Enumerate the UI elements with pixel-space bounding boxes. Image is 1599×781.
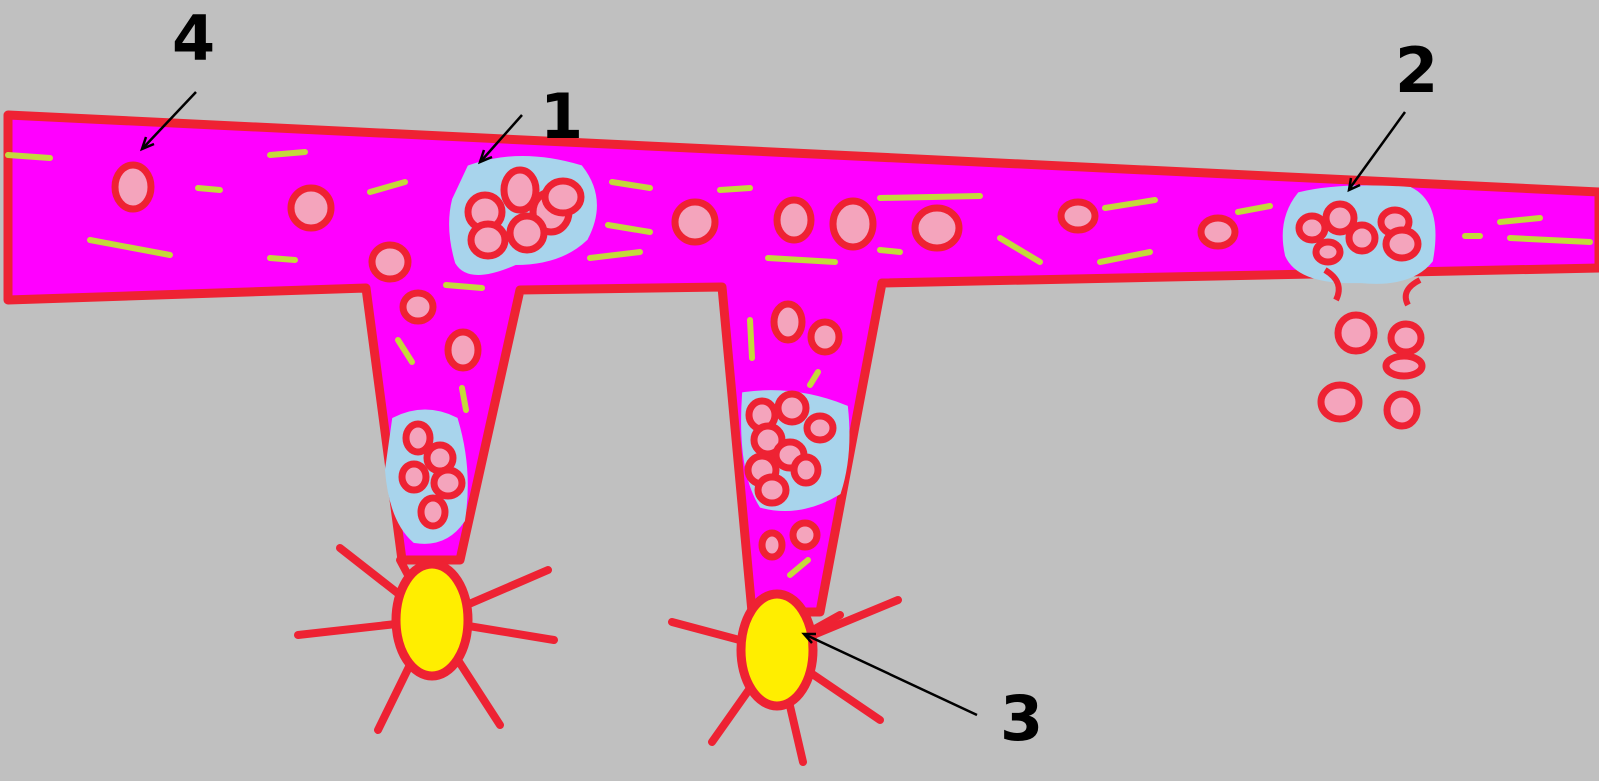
blood-cell: [115, 165, 151, 209]
blood-cell: [1349, 225, 1375, 251]
fibrin-strand: [270, 258, 295, 260]
fibrin-strand: [446, 285, 482, 288]
callout-label-1: 1: [540, 86, 583, 148]
blood-cell: [793, 523, 817, 547]
blood-cell: [448, 332, 478, 368]
cell-body-left: [396, 564, 468, 676]
blood-cell: [774, 304, 802, 340]
cell-body-right: [741, 594, 813, 706]
blood-cell: [807, 416, 833, 440]
blood-cell: [372, 245, 408, 279]
fibrin-strand: [750, 320, 752, 358]
blood-cell: [1201, 218, 1235, 246]
blood-cell: [1321, 385, 1359, 419]
blood-cell: [1386, 230, 1418, 258]
blood-cell: [833, 201, 873, 247]
fibrin-strand: [720, 188, 750, 190]
callout-label-4: 4: [172, 8, 215, 70]
blood-cell: [915, 208, 959, 248]
callout-label-3: 3: [1000, 688, 1043, 750]
fibrin-strand: [8, 155, 50, 158]
blood-cell: [510, 216, 544, 250]
fibrin-strand: [462, 388, 466, 410]
blood-cell: [762, 533, 782, 557]
blood-cell: [1316, 242, 1340, 262]
fibrin-strand: [198, 188, 220, 190]
blood-cell: [778, 394, 806, 422]
blood-cell: [1386, 356, 1422, 376]
blood-cell: [406, 424, 430, 452]
blood-cell: [675, 202, 715, 242]
fibrin-strand: [1500, 218, 1540, 222]
blood-cell: [545, 181, 581, 213]
fibrin-strand: [1510, 238, 1590, 242]
fibrin-strand: [880, 250, 900, 252]
callout-label-2: 2: [1395, 40, 1438, 102]
blood-cell: [434, 470, 462, 496]
blood-cell: [1299, 216, 1325, 240]
fibrin-strand: [768, 258, 835, 262]
blood-cell: [811, 322, 839, 352]
blood-cell: [794, 457, 818, 483]
blood-cell: [403, 293, 433, 321]
blood-cell: [777, 200, 811, 240]
blood-cell: [1391, 324, 1421, 352]
fibrin-strand: [270, 152, 305, 155]
blood-cell: [402, 464, 426, 490]
blood-cell: [1338, 315, 1374, 351]
blood-cell: [1387, 394, 1417, 426]
fibrin-strand: [880, 196, 980, 198]
blood-cell: [421, 498, 445, 526]
blood-cell: [471, 224, 505, 256]
blood-cell: [1061, 202, 1095, 230]
blood-cell: [758, 477, 786, 503]
blood-cell: [291, 188, 331, 228]
